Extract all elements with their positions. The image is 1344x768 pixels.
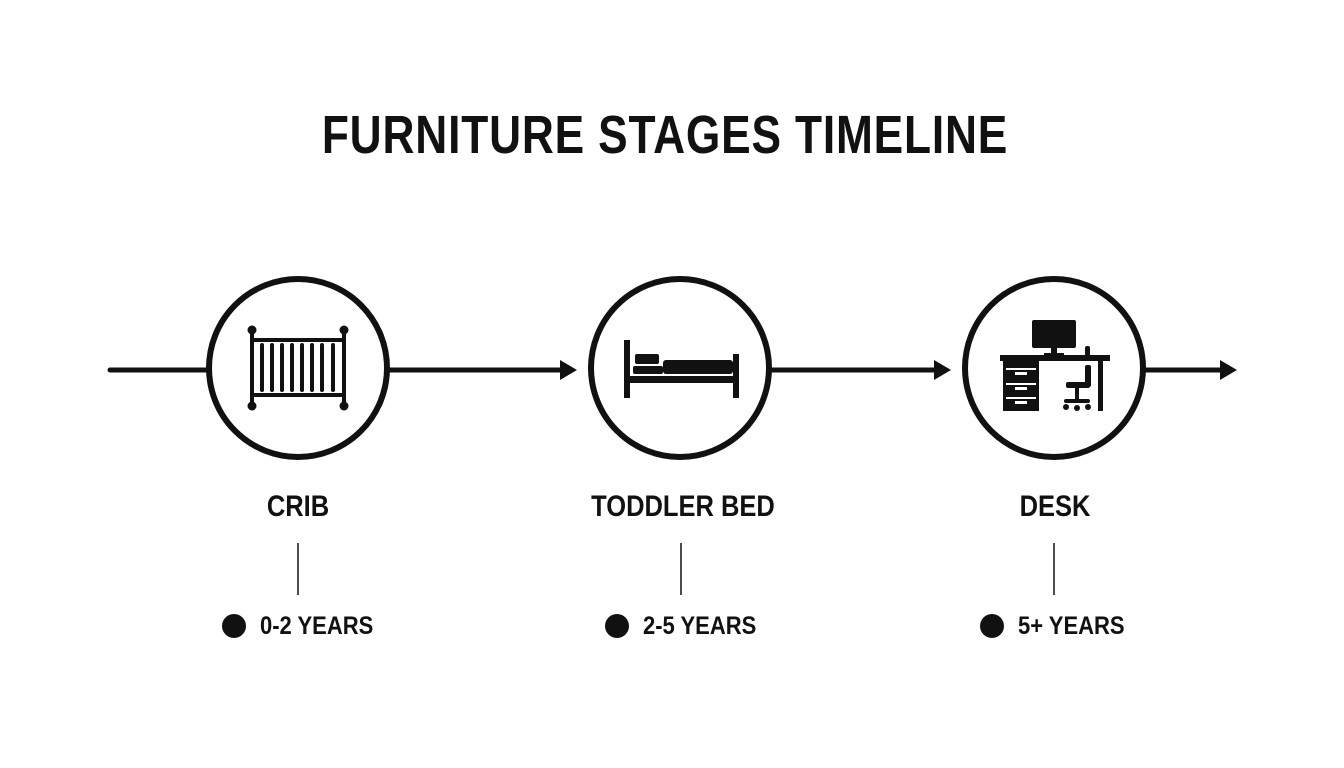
bullet-dot-icon <box>980 614 1004 638</box>
bullet-dot-icon <box>605 614 629 638</box>
arrowhead-2 <box>934 360 951 380</box>
age-text: 0-2 YEARS <box>260 611 374 640</box>
age-range-crib: 0-2 YEARS <box>222 610 389 642</box>
stage-circle-toddler-bed <box>588 276 772 460</box>
age-range-desk: 5+ YEARS <box>980 610 1139 642</box>
age-range-toddler-bed: 2-5 YEARS <box>605 610 772 642</box>
desk-icon <box>1000 320 1110 411</box>
arrowhead-1 <box>560 360 577 380</box>
diagram-title: FURNITURE STAGES TIMELINE <box>321 105 1009 165</box>
arrowhead-3 <box>1220 360 1237 380</box>
stage-circle-desk <box>962 276 1146 460</box>
stage-circle-crib <box>206 276 390 460</box>
stage-label-desk: DESK <box>1019 490 1091 523</box>
stage-label-toddler-bed: TODDLER BED <box>591 490 775 523</box>
age-text: 2-5 YEARS <box>643 611 757 640</box>
bullet-dot-icon <box>222 614 246 638</box>
age-text: 5+ YEARS <box>1018 611 1125 640</box>
crib-icon <box>247 325 349 411</box>
toddler-bed-icon <box>624 340 739 398</box>
stage-label-crib: CRIB <box>266 490 330 523</box>
